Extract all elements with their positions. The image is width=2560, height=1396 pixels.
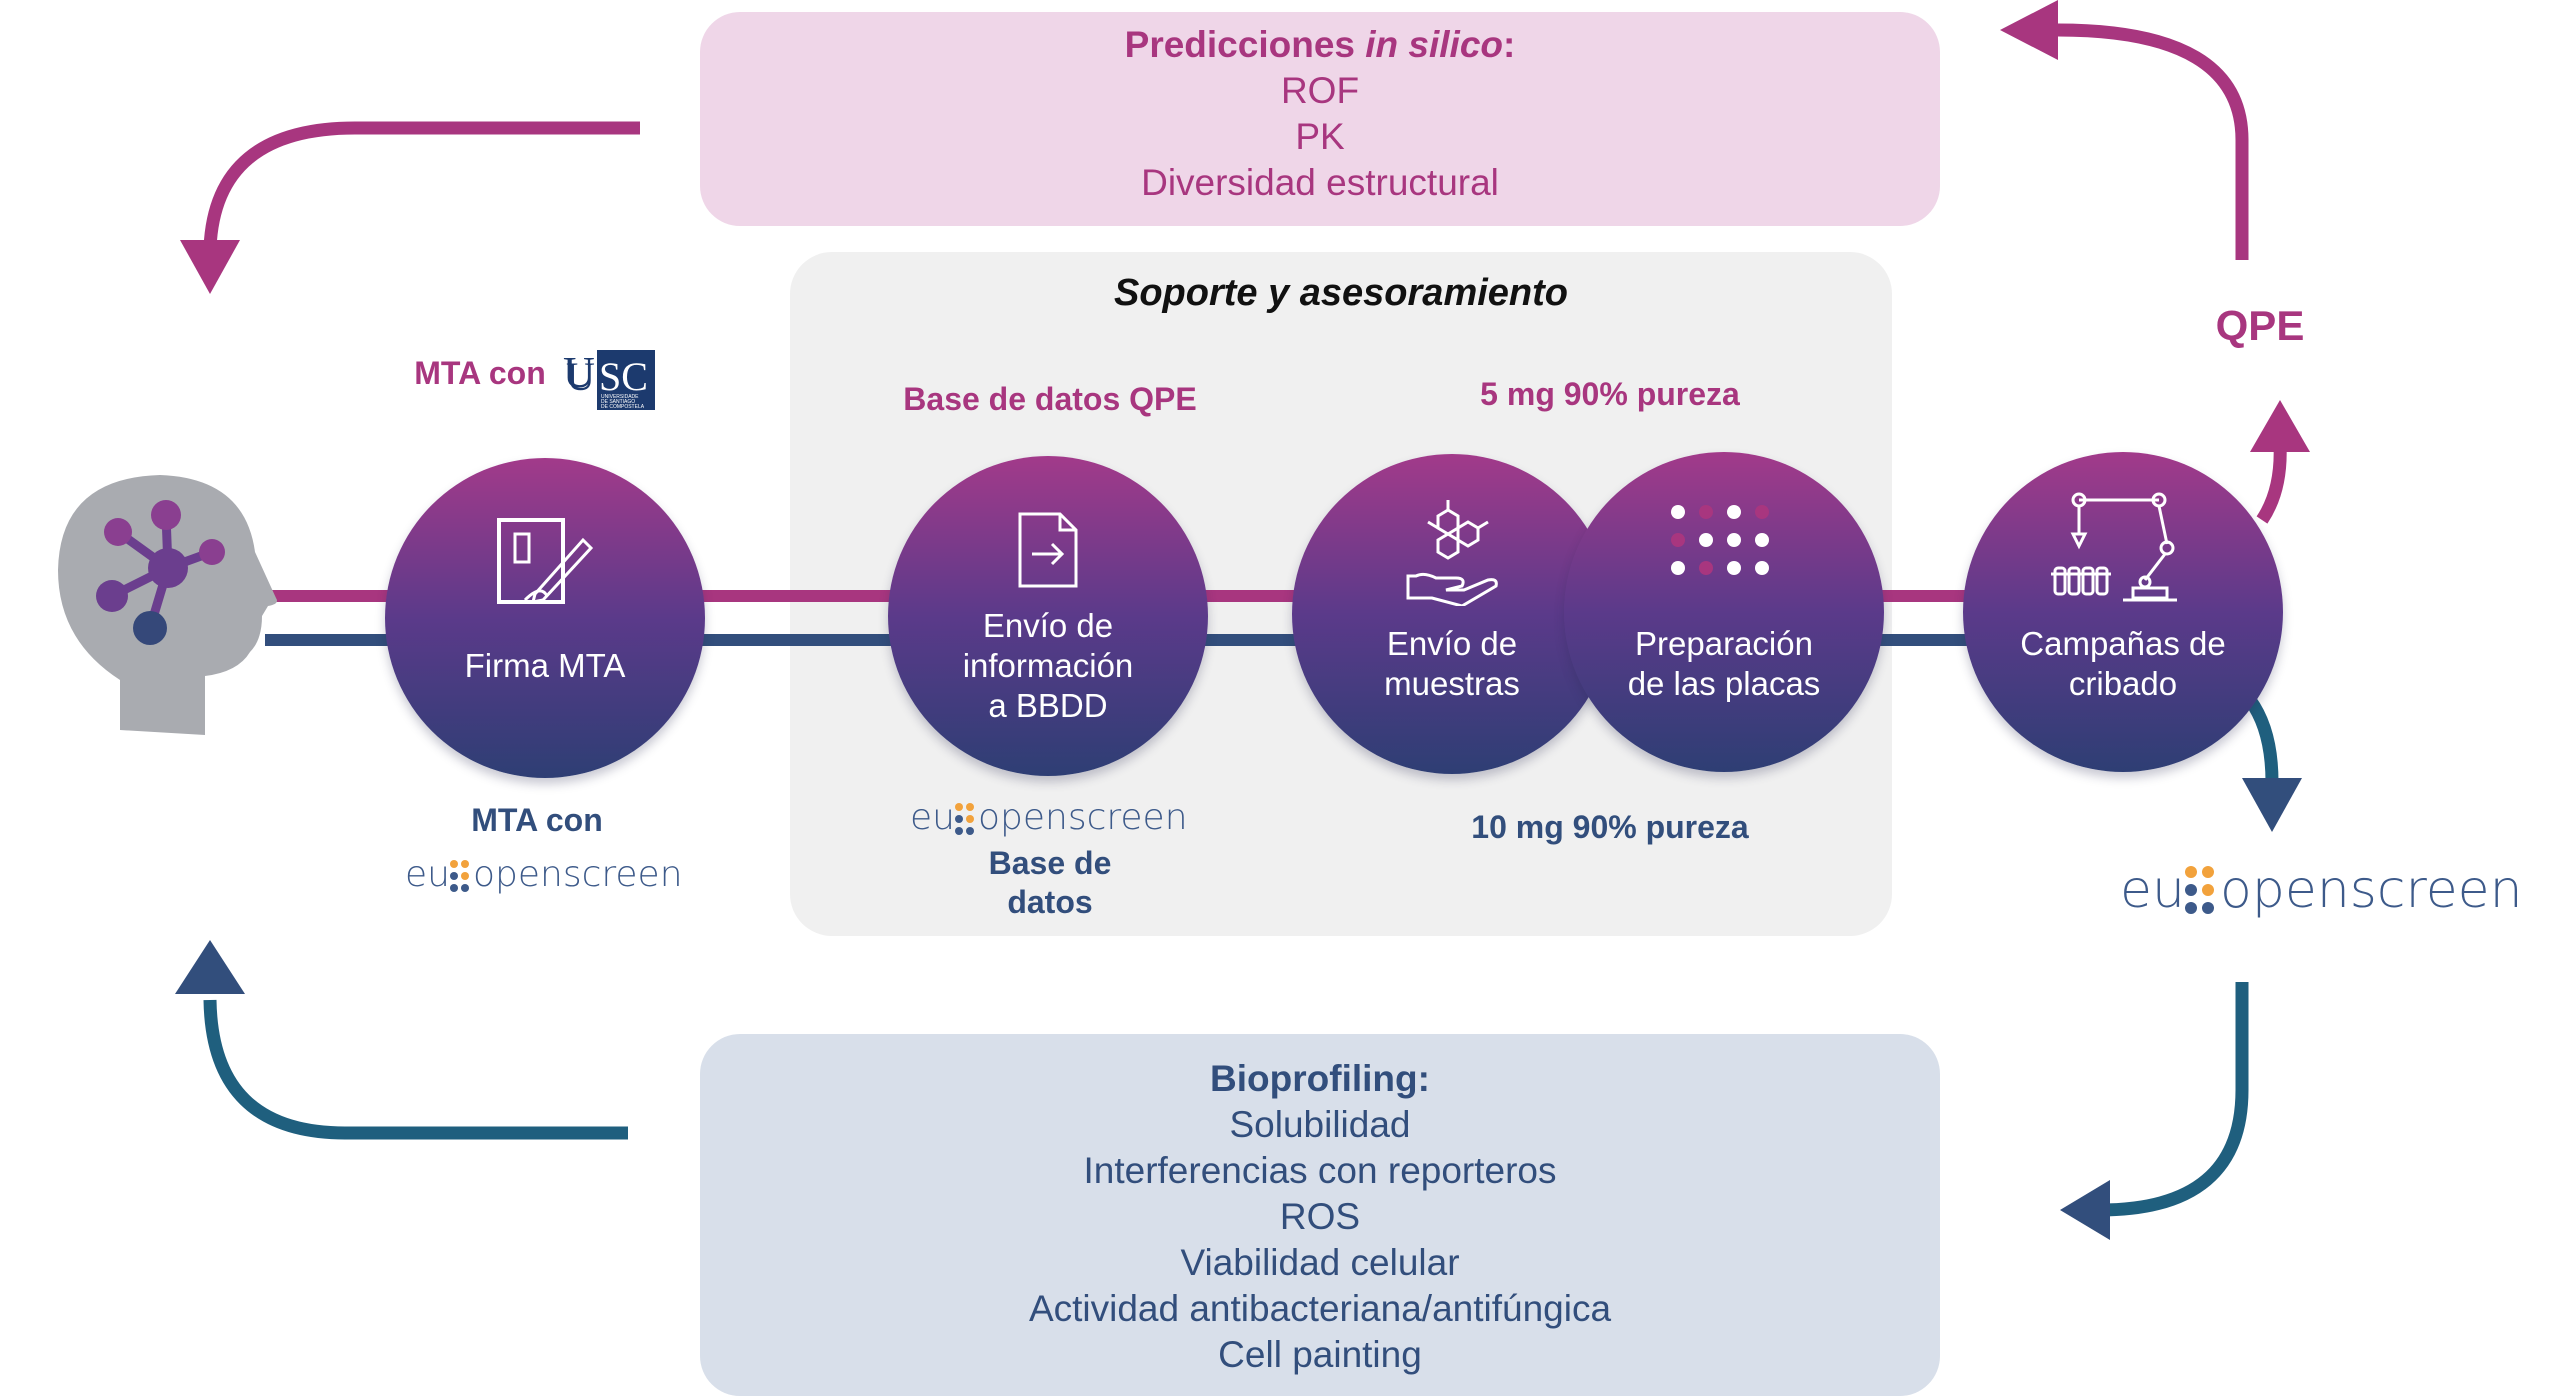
qpe-database-label: Base de datos QPE (903, 381, 1197, 417)
step-plate-prep: Preparación de las placas (1564, 452, 1884, 772)
arrow-bottom-left-path (203, 999, 628, 1140)
svg-text:DE SANTIAGO: DE SANTIAGO (601, 399, 635, 405)
bioprofiling-item: ROS (1279, 1196, 1361, 1237)
in-silico-item: PK (1295, 116, 1345, 157)
ten-mg-label: 10 mg 90% pureza (1471, 809, 1749, 845)
eu-dots-icon (2185, 866, 2214, 914)
usc-emblem-icon: U SC UNIVERSIDADE DE SANTIAGO DE COMPOST… (566, 354, 648, 410)
robot-arm-icon (2051, 492, 2177, 602)
eu-openscreen-logo-center: eu openscreen (910, 797, 1190, 853)
in-silico-item: Diversidad estructural (1141, 162, 1499, 203)
bioprofiling-item: Actividad antibacteriana/antifúngica (1028, 1288, 1612, 1329)
qpe-label: QPE (2215, 302, 2305, 349)
support-title: Soporte y asesoramiento (1113, 272, 1569, 314)
arrow-bottom-right-head (2060, 1180, 2110, 1240)
step-sign-mta: Firma MTA (385, 458, 705, 778)
document-send-icon (1018, 512, 1078, 588)
arrow-top-right-head (2000, 0, 2058, 60)
bioprofiling-item: Interferencias con reporteros (1083, 1150, 1557, 1191)
bioprofiling-title: Bioprofiling: (1210, 1058, 1430, 1099)
eu-dots-icon (955, 803, 974, 835)
usc-logo: USC U SC UNIVERSIDADE DE SANTIAGO DE COM… (563, 350, 655, 410)
eu-dots-icon (450, 860, 469, 892)
svg-text:U: U (566, 354, 595, 399)
arrow-qpe-up-path (2256, 444, 2287, 524)
arrow-top-right-path (2057, 23, 2249, 260)
step-send-samples: Envío de muestras (1292, 454, 1612, 774)
in-silico-title: Predicciones in silico: (1124, 24, 1516, 65)
arrow-bottom-right-path (2099, 982, 2249, 1217)
arrow-top-left-path (203, 121, 640, 249)
svg-text:UNIVERSIDADE: UNIVERSIDADE (601, 394, 639, 400)
eu-openscreen-logo-left: eu openscreen (405, 852, 685, 908)
step-label: Firma MTA (464, 647, 626, 684)
arrow-top-left-head (180, 240, 240, 294)
arrow-qpe-up-head (2250, 400, 2310, 452)
bioprofiling-item: Viabilidad celular (1180, 1242, 1460, 1283)
database-label: Base de datos (988, 845, 1112, 920)
step-label: Preparación de las placas (1627, 625, 1821, 702)
document-sign-icon (497, 518, 594, 604)
bioprofiling-item: Solubilidad (1229, 1104, 1411, 1145)
svg-text:DE COMPOSTELA: DE COMPOSTELA (601, 404, 645, 410)
step-screening: Campañas de cribado (1963, 452, 2283, 772)
molecule-hand-icon (1406, 500, 1498, 606)
step-send-info: Envío de información a BBDD (888, 456, 1208, 776)
mta-usc-label: MTA con (414, 355, 546, 391)
step-label: Campañas de cribado (2020, 625, 2226, 702)
svg-text:SC: SC (599, 354, 648, 399)
eu-openscreen-logo-right: eu openscreen (2120, 858, 2560, 938)
step-label: Envío de muestras (1384, 625, 1520, 702)
bioprofiling-text: Bioprofiling: Solubilidad Interferencias… (700, 1056, 1940, 1378)
in-silico-item: ROF (1280, 70, 1360, 111)
bioprofiling-box (700, 1034, 1940, 1396)
bioprofiling-item: Cell painting (1218, 1334, 1422, 1375)
in-silico-predictions-box (700, 12, 1940, 226)
step-label: Envío de información a BBDD (962, 607, 1134, 724)
mta-eu-label: MTA con (471, 802, 603, 838)
arrow-eu-down-head (2242, 778, 2302, 832)
five-mg-label: 5 mg 90% pureza (1480, 376, 1740, 412)
in-silico-text: Predicciones in silico: ROF PK Diversida… (700, 22, 1940, 206)
arrow-eu-down-path (2244, 696, 2279, 783)
head-icon (58, 475, 277, 735)
plate-dots-icon (1671, 505, 1769, 575)
arrow-bottom-left-head (175, 940, 245, 994)
